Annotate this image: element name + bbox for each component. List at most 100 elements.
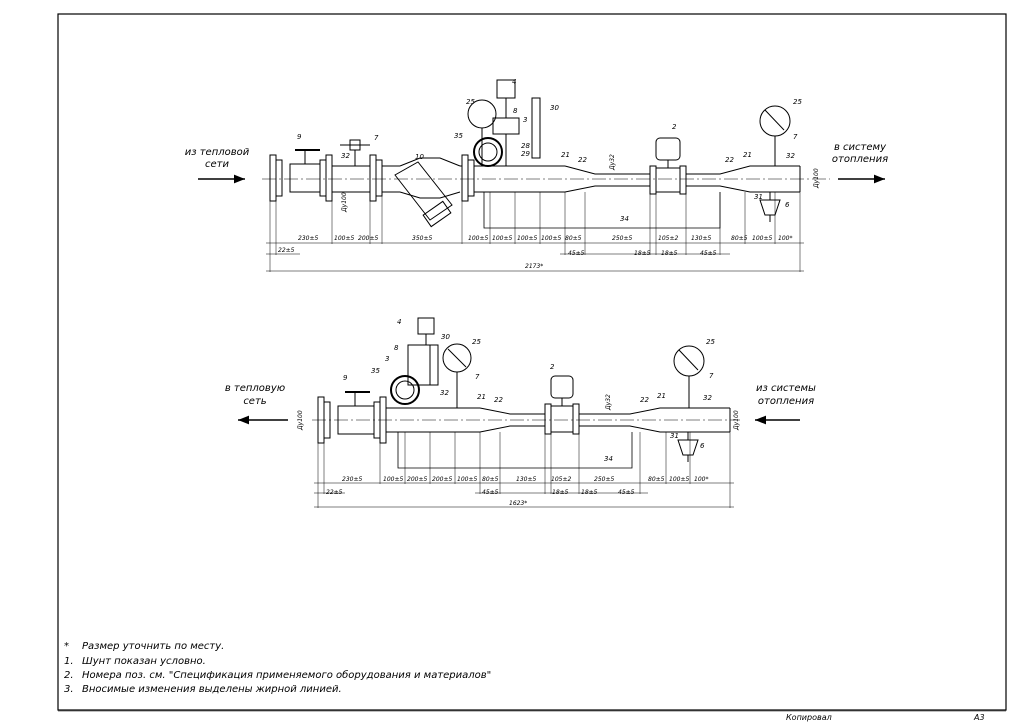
callout: 30	[550, 104, 559, 112]
callout: 9	[297, 133, 302, 141]
dimension: 200±5	[432, 476, 452, 483]
callout: 21	[743, 151, 752, 159]
note-text: Размер уточнить по месту.	[82, 641, 225, 652]
dimension: 100±5	[752, 235, 772, 242]
dimension: 100±5	[457, 476, 477, 483]
flowmeter-head	[550, 375, 574, 399]
dimension: 18±5	[634, 250, 651, 257]
callout: 10	[415, 153, 424, 161]
callout: 7	[475, 373, 480, 381]
flow-in-label-2: отопления	[758, 396, 814, 407]
callout: 32	[786, 152, 795, 160]
callout: 3	[523, 116, 527, 124]
dimension: 45±5	[568, 250, 585, 257]
callout: 21	[477, 393, 486, 401]
callout: 25	[472, 338, 481, 346]
dimension: 45±5	[482, 489, 499, 496]
dimension: 200±5	[407, 476, 427, 483]
dimension: 100*	[694, 476, 708, 483]
sheet-format-label: А3	[974, 713, 985, 722]
callout: 22	[640, 396, 649, 404]
callout: 8	[513, 107, 518, 115]
thermometer-30	[429, 344, 439, 386]
dimension: 100±5	[517, 235, 537, 242]
note-row: 1. Шунт показан условно.	[64, 656, 206, 667]
dimension: 230±5	[298, 235, 318, 242]
dimension: 105±2	[551, 476, 571, 483]
note-text: Номера поз. см. "Спецификация применяемо…	[82, 670, 492, 681]
note-row: * Размер уточнить по месту.	[64, 641, 224, 652]
dimension: 130±5	[691, 235, 711, 242]
dimension: 100±5	[468, 235, 488, 242]
dimension: 45±5	[700, 250, 717, 257]
siphon-coil	[473, 137, 503, 167]
callout: 2	[672, 123, 677, 131]
dimension: 80±5	[565, 235, 582, 242]
dimension: 105±2	[658, 235, 678, 242]
callout: 21	[561, 151, 570, 159]
note-number: 2.	[64, 670, 74, 681]
dimension: 100±5	[492, 235, 512, 242]
dn-label: Ду32	[605, 394, 612, 411]
callout: 32	[440, 389, 449, 397]
note-row: 2. Номера поз. см. "Спецификация применяе…	[64, 670, 491, 681]
callout: 6	[785, 201, 790, 209]
note-number: 3.	[64, 684, 74, 695]
callout: 9	[343, 374, 348, 382]
callout: 28	[521, 142, 530, 150]
flow-out-label-2: сеть	[243, 396, 266, 407]
callout: 3	[385, 355, 389, 363]
callout: 35	[454, 132, 463, 140]
dimension: 80±5	[731, 235, 748, 242]
callout: 25	[466, 98, 475, 106]
dimension: 100±5	[541, 235, 561, 242]
drawing-frame	[57, 13, 1007, 711]
scheme-bottom-labels: в тепловую сеть из системы отопления Ду1…	[225, 318, 816, 507]
flange	[269, 154, 277, 202]
dn-label: Ду100	[341, 192, 348, 213]
valve-9-body	[289, 163, 321, 193]
dimension: 100±5	[669, 476, 689, 483]
callout: 4	[397, 318, 401, 326]
dimension: 80±5	[648, 476, 665, 483]
copied-by-label: Копировал	[786, 713, 832, 722]
dimension: 100±5	[334, 235, 354, 242]
callout: 22	[578, 156, 587, 164]
total-length: 1623*	[509, 500, 527, 507]
thermometer-30	[531, 97, 541, 159]
dimension: 45±5	[618, 489, 635, 496]
callout: 29	[521, 150, 530, 158]
flow-in-label-2: сети	[205, 159, 229, 170]
callout: 22	[725, 156, 734, 164]
dimension: 100*	[778, 235, 792, 242]
dn-label: Ду100	[733, 410, 740, 431]
callout: 30	[441, 333, 450, 341]
callout: 6	[700, 442, 705, 450]
note-number: *	[64, 641, 69, 652]
dimension: 100±5	[383, 476, 403, 483]
temp-sensor-4	[417, 317, 435, 335]
note-number: 1.	[64, 656, 74, 667]
note-text: Шунт показан условно.	[82, 656, 206, 667]
callout: 32	[703, 394, 712, 402]
scheme-bottom	[238, 317, 800, 508]
callout: 2	[550, 363, 555, 371]
callout: 7	[709, 372, 714, 380]
dimension: 22±5	[278, 247, 295, 254]
dimension: 18±5	[661, 250, 678, 257]
callout: 7	[374, 134, 379, 142]
flow-in-label: из системы	[756, 383, 816, 394]
callout: 35	[371, 367, 380, 375]
dimension: 200±5	[358, 235, 378, 242]
dimension: 130±5	[516, 476, 536, 483]
dn-label: Ду32	[609, 154, 616, 171]
total-length: 2173*	[525, 263, 543, 270]
note-text: Вносимые изменения выделены жирной линие…	[82, 684, 342, 695]
flow-out-label-2: отопления	[832, 154, 888, 165]
dimension: 350±5	[412, 235, 432, 242]
flowmeter-head	[655, 137, 681, 161]
callout: 7	[793, 133, 798, 141]
y-strainer	[394, 161, 453, 221]
flowmeter-body	[550, 405, 574, 433]
